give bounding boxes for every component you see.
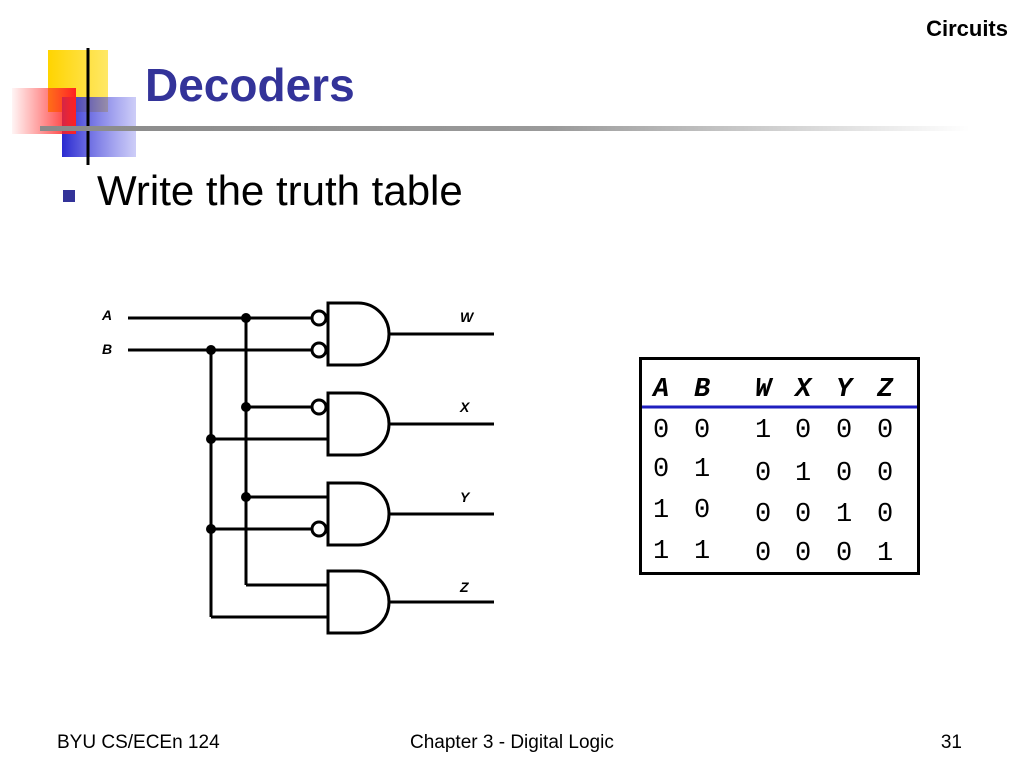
tt-cell: 1: [795, 459, 811, 489]
tt-cell: 0: [653, 455, 669, 485]
output-label-z: Z: [459, 579, 469, 595]
tt-header-b: B: [694, 375, 710, 405]
tt-cell: 0: [755, 459, 771, 489]
tt-cell: 0: [694, 416, 710, 446]
footer-chapter: Chapter 3 - Digital Logic: [410, 732, 614, 753]
bullet-marker: [63, 190, 75, 202]
tt-header-y: Y: [836, 375, 855, 405]
input-label-a: A: [101, 307, 112, 323]
tt-cell: 0: [795, 539, 811, 569]
input-label-b: B: [102, 341, 112, 357]
tt-header-w: W: [755, 375, 774, 405]
tt-header-x: X: [793, 375, 813, 405]
tt-cell: 1: [836, 500, 852, 530]
tt-cell: 0: [836, 459, 852, 489]
tt-cell: 0: [653, 416, 669, 446]
tt-cell: 0: [755, 539, 771, 569]
slide-category: Circuits: [926, 16, 1008, 41]
tt-cell: 0: [836, 539, 852, 569]
and-gate-w: [326, 301, 391, 367]
tt-cell: 0: [877, 459, 893, 489]
output-label-y: Y: [460, 489, 471, 505]
tt-cell: 0: [755, 500, 771, 530]
tt-header-a: A: [651, 375, 669, 405]
and-gate-z: [326, 569, 391, 635]
tt-cell: 1: [653, 496, 669, 526]
tt-cell: 1: [877, 539, 893, 569]
tt-cell: 0: [694, 496, 710, 526]
tt-cell: 0: [877, 500, 893, 530]
tt-cell: 0: [836, 416, 852, 446]
output-label-x: X: [459, 399, 471, 415]
output-label-w: W: [460, 309, 475, 325]
tt-cell: 1: [694, 455, 710, 485]
tt-cell: 1: [653, 537, 669, 567]
footer-page-number: 31: [940, 732, 962, 753]
slide-title: Decoders: [145, 59, 355, 111]
truth-table: A B W X Y Z 0 0 1 0 0 0 0 1 0 1 0 0 1 0 …: [639, 357, 920, 575]
and-gate-x: [326, 391, 391, 457]
tt-cell: 0: [795, 416, 811, 446]
tt-header-z: Z: [876, 375, 894, 405]
title-underline: [40, 126, 970, 131]
footer-course: BYU CS/ECEn 124: [57, 732, 220, 753]
decoder-circuit: A B W X Y Z: [101, 301, 494, 635]
bullet-text: Write the truth table: [97, 167, 463, 214]
tt-cell: 0: [795, 500, 811, 530]
tt-cell: 1: [755, 416, 771, 446]
and-gate-y: [326, 481, 391, 547]
tt-cell: 0: [877, 416, 893, 446]
tt-cell: 1: [694, 537, 710, 567]
